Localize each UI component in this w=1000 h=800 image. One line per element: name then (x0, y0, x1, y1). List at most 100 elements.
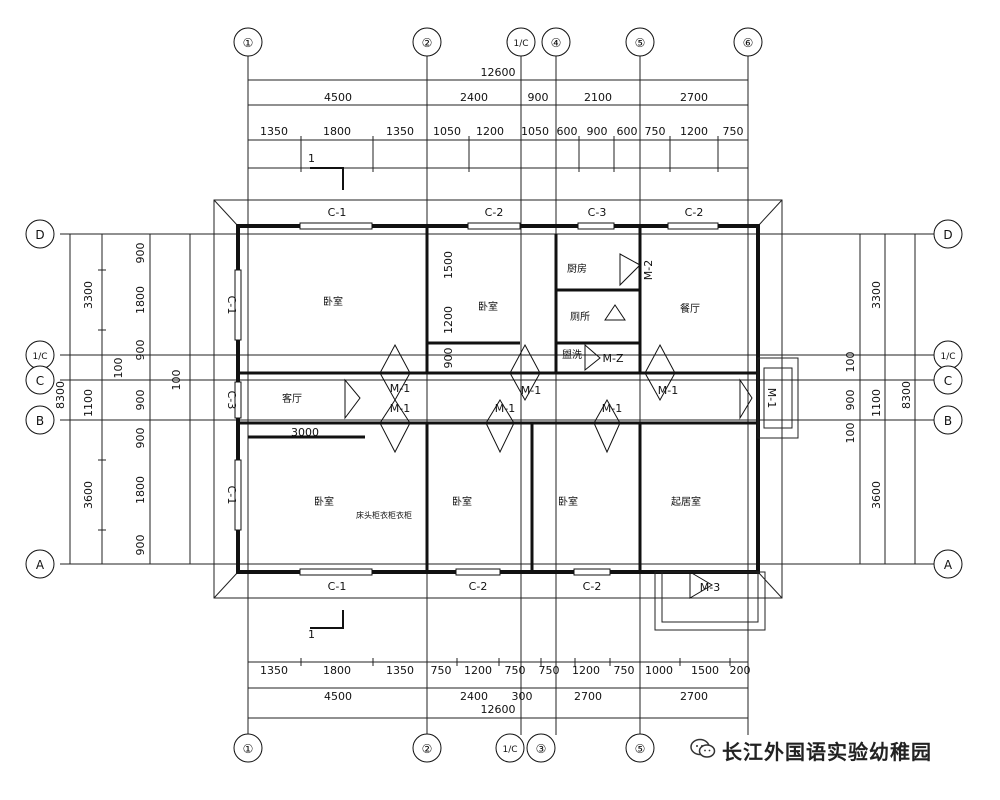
section-mark-bottom: 1 (308, 628, 315, 641)
dim-left-inner-2: 900 (134, 340, 147, 361)
axis-left-b: B (36, 414, 44, 428)
window-left-2: C-1 (225, 486, 238, 505)
dim-bottom-fine-9: 1000 (645, 664, 673, 677)
axis-top-6: ⑥ (743, 36, 754, 50)
dim-top-fine-7: 900 (587, 125, 608, 138)
dim-top-fine-1: 1800 (323, 125, 351, 138)
room-label-2: 厨房 (567, 262, 587, 275)
dim-top-fine-11: 750 (723, 125, 744, 138)
wechat-icon (690, 738, 716, 758)
dim-right-outer-2: 8300 (900, 381, 913, 409)
axis-top-2: ② (422, 36, 433, 50)
window-left-0: C-1 (225, 296, 238, 315)
axis-left-d: D (35, 228, 44, 242)
window-top-3: C-2 (685, 206, 704, 219)
dim-top-fine-10: 1200 (680, 125, 708, 138)
window-top-0: C-1 (328, 206, 347, 219)
window-bottom-2: C-2 (583, 580, 602, 593)
dim-top-mid-4: 2700 (680, 91, 708, 104)
axis-top-3: 1/C (513, 39, 528, 49)
axis-top-4: ④ (551, 36, 562, 50)
door-label-6: M-2 (642, 260, 655, 280)
axis-right-a: A (944, 558, 953, 572)
dim-top-mid-0: 4500 (324, 91, 352, 104)
dim-right-inner-1: 900 (844, 390, 857, 411)
room-label-6: 客厅 (282, 392, 302, 405)
dim-top-mid-2: 900 (528, 91, 549, 104)
dim-right-inner-0: 100 (844, 352, 857, 373)
door-label-1: M-1 (390, 402, 410, 415)
axis-right-b: B (944, 414, 952, 428)
dim-right-outer-1: 1100 (870, 389, 883, 417)
window-top-2: C-3 (588, 206, 607, 219)
door-label-4: M-1 (602, 402, 622, 415)
dim-bottom-fine-10: 1500 (691, 664, 719, 677)
room-label-10: 起居室 (671, 495, 701, 508)
room-label-4: 厕所 (570, 311, 590, 323)
dim-left-inner-6: 900 (134, 428, 147, 449)
axis-bottom-1: ① (243, 742, 254, 756)
dim-top-fine-5: 1050 (521, 125, 549, 138)
dim-bottom-fine-8: 750 (614, 664, 635, 677)
axis-left-1c: 1/C (32, 352, 47, 362)
dim-bottom-mid-0: 4500 (324, 690, 352, 703)
door-label-0: M-1 (390, 382, 410, 395)
dim-bottom-fine-4: 1200 (464, 664, 492, 677)
dim-left-inner-3: 100 (112, 358, 125, 379)
dim-bottom-total: 12600 (481, 703, 516, 716)
axis-bottom-2: ② (422, 742, 433, 756)
room-label-9: 卧室 (558, 495, 578, 508)
door-label-5: M-1 (658, 384, 678, 397)
dim-top-fine-6: 600 (557, 125, 578, 138)
watermark-text: 长江外国语实验幼稚园 (722, 740, 932, 764)
dim-inner-v-1: 1200 (442, 306, 455, 334)
axis-bottom-5: ⑤ (635, 742, 646, 756)
furniture-note: 床头柜衣柜衣柜 (356, 510, 412, 520)
window-left-1: C-3 (225, 391, 238, 410)
dim-inner-h: 3000 (291, 426, 319, 439)
dim-top-mid-1: 2400 (460, 91, 488, 104)
dim-bottom-fine-11: 200 (730, 664, 751, 677)
room-label-5: 盥洗 (562, 349, 582, 361)
dim-top-fine-9: 750 (645, 125, 666, 138)
section-mark-top: 1 (308, 152, 315, 165)
dim-bottom-fine-2: 1350 (386, 664, 414, 677)
dim-top-fine-3: 1050 (433, 125, 461, 138)
dim-bottom-mid-4: 2700 (680, 690, 708, 703)
dim-top-fine-0: 1350 (260, 125, 288, 138)
window-bottom-0: C-1 (328, 580, 347, 593)
dim-bottom-fine-0: 1350 (260, 664, 288, 677)
axis-top-5: ⑤ (635, 36, 646, 50)
dim-top-fine-8: 600 (617, 125, 638, 138)
dim-right-inner-2: 100 (844, 423, 857, 444)
window-top-1: C-2 (485, 206, 504, 219)
axis-top-1: ① (243, 36, 254, 50)
dim-left-inner-1: 1800 (134, 286, 147, 314)
dim-bottom-fine-6: 750 (539, 664, 560, 677)
axis-right-c: C (944, 374, 952, 388)
dim-top-fine-2: 1350 (386, 125, 414, 138)
door-label-7: M-Z (603, 352, 624, 365)
dim-top-total: 12600 (481, 66, 516, 79)
room-label-0: 卧室 (323, 295, 343, 308)
room-label-3: 餐厅 (680, 302, 700, 315)
dim-bottom-fine-3: 750 (431, 664, 452, 677)
room-label-7: 卧室 (314, 495, 334, 508)
dim-top-fine-4: 1200 (476, 125, 504, 138)
axis-right-1c: 1/C (940, 352, 955, 362)
dim-bottom-mid-3: 2700 (574, 690, 602, 703)
door-label-2: M-1 (521, 384, 541, 397)
dim-left-outer-2: 8300 (54, 381, 67, 409)
dim-bottom-fine-5: 750 (505, 664, 526, 677)
door-label-8: M-3 (700, 581, 720, 594)
dim-inner-v-0: 1500 (442, 251, 455, 279)
dim-left-outer-0: 3300 (82, 281, 95, 309)
dim-bottom-mid-2: 300 (512, 690, 533, 703)
dim-left-inner-4: 900 (134, 390, 147, 411)
dim-inner-v-2: 900 (442, 348, 455, 369)
dim-bottom-fine-7: 1200 (572, 664, 600, 677)
window-bottom-1: C-2 (469, 580, 488, 593)
axis-right-d: D (943, 228, 952, 242)
dim-left-inner-8: 900 (134, 535, 147, 556)
